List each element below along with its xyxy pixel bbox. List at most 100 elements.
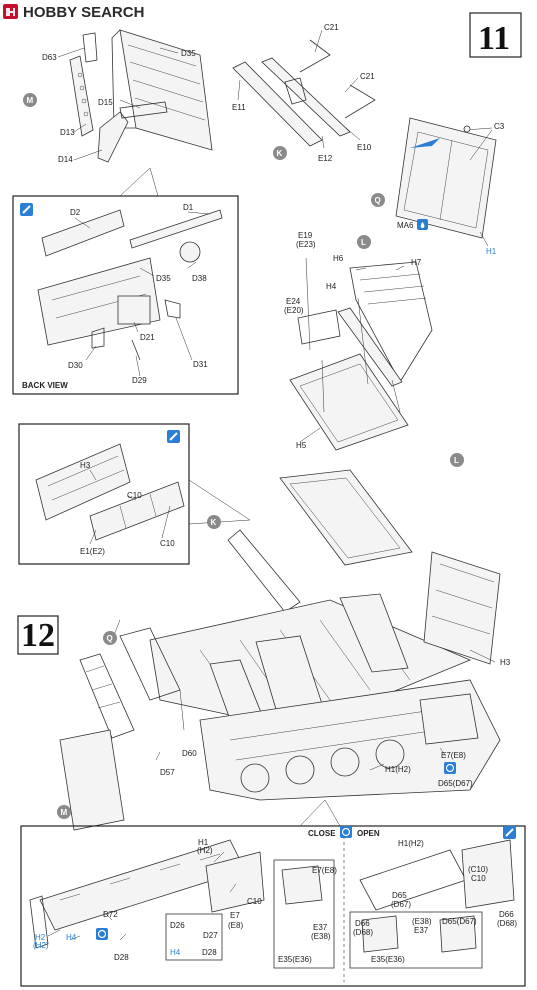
detail-box-back-view — [12, 167, 239, 395]
label-inset-c10-a: C10 — [127, 491, 142, 500]
step-12-box: 12 — [17, 615, 59, 655]
label-b-c10-right-2: C10 — [471, 874, 486, 883]
label-main-h3: H3 — [500, 658, 511, 667]
rear-panel-assembly — [57, 29, 213, 163]
marker-m-top: M — [23, 93, 37, 107]
label-d31: D31 — [193, 360, 208, 369]
label-detail-d35: D35 — [156, 274, 171, 283]
label-main-e7: E7(E8) — [441, 751, 466, 760]
paint-icon-ma6 — [417, 219, 428, 230]
label-d15: D15 — [98, 98, 113, 107]
svg-text:K: K — [211, 518, 217, 527]
label-d30: D30 — [68, 361, 83, 370]
label-e12: E12 — [318, 154, 333, 163]
label-b-c10-right: (C10) — [468, 865, 488, 874]
marker-l-main: L — [450, 453, 464, 467]
label-b-e38: (E38) — [311, 932, 331, 941]
label-d38: D38 — [192, 274, 207, 283]
label-b-h4b-blue: H4 — [170, 948, 181, 957]
label-h6: H6 — [333, 254, 344, 263]
label-d29: D29 — [132, 376, 147, 385]
label-b-d68: (D68) — [353, 928, 373, 937]
label-inset-h3: H3 — [80, 461, 91, 470]
label-b-h1: H1 — [198, 838, 209, 847]
label-h1: H1 — [486, 247, 497, 256]
marker-k-main: K — [207, 515, 221, 529]
label-b-d28b: D28 — [202, 948, 217, 957]
svg-text:Q: Q — [107, 634, 113, 643]
label-close: CLOSE — [308, 829, 336, 838]
step-number: 11 — [478, 20, 510, 57]
label-e20: (E20) — [284, 306, 304, 315]
label-e23: (E23) — [296, 240, 316, 249]
hobby-search-logo: HOBBY SEARCH — [3, 4, 144, 21]
label-b-d66-right: D66 — [499, 910, 514, 919]
rail-assembly — [232, 29, 376, 149]
label-ma6: MA6 — [397, 221, 414, 230]
label-c3: C3 — [494, 122, 505, 131]
label-b-h2-blue: H2 — [35, 933, 46, 942]
floor-rack-assembly — [289, 257, 433, 451]
label-b-h1h2-right: H1(H2) — [398, 839, 424, 848]
step-11-box: 11 — [469, 12, 522, 58]
label-b-e37: E37 — [313, 923, 328, 932]
label-inset-e1: E1(E2) — [80, 547, 105, 556]
bottom-detail-box — [20, 799, 526, 987]
label-b-e7: E7 — [230, 911, 240, 920]
label-open: OPEN — [357, 829, 380, 838]
rotate-icon-bottom — [96, 928, 108, 940]
hull-assembly — [59, 469, 501, 831]
label-b-d28: D28 — [114, 953, 129, 962]
label-b-e35-right: E35(E36) — [371, 955, 405, 964]
label-e11: E11 — [232, 103, 246, 112]
label-e24: E24 — [286, 297, 301, 306]
step-number: 12 — [21, 617, 55, 654]
marker-q-main: Q — [103, 631, 117, 645]
label-d2: D2 — [70, 208, 81, 217]
label-d1: D1 — [183, 203, 194, 212]
marker-q-top: Q — [371, 193, 385, 207]
label-main-h1: H1(H2) — [385, 765, 411, 774]
label-d63: D63 — [42, 53, 57, 62]
marker-m-main: M — [57, 805, 71, 819]
svg-text:Q: Q — [375, 196, 381, 205]
label-b-d65d67: D65(D67) — [442, 917, 477, 926]
label-h7: H7 — [411, 258, 422, 267]
marker-k-top: K — [273, 146, 287, 160]
label-d14: D14 — [58, 155, 73, 164]
label-b-d68-right: (D68) — [497, 919, 517, 928]
label-b-e8: (E8) — [228, 921, 243, 930]
label-d21: D21 — [140, 333, 155, 342]
marker-l-top: L — [357, 235, 371, 249]
label-c21-a: C21 — [324, 23, 339, 32]
svg-text:M: M — [27, 96, 34, 105]
svg-text:L: L — [454, 456, 459, 465]
label-d57: D57 — [160, 768, 175, 777]
label-e10: E10 — [357, 143, 372, 152]
label-d35: D35 — [181, 49, 196, 58]
label-b-e38-right: (E38) — [412, 917, 432, 926]
rotate-icon-close-open — [340, 826, 352, 838]
label-inset-c10-b: C10 — [160, 539, 175, 548]
label-d60: D60 — [182, 749, 197, 758]
svg-text:K: K — [277, 149, 283, 158]
label-b-e7e8: E7(E8) — [312, 866, 337, 875]
label-b-d65: D65 — [392, 891, 407, 900]
label-e19: E19 — [298, 231, 313, 240]
label-h5: H5 — [296, 441, 307, 450]
label-main-d65: D65(D67) — [438, 779, 473, 788]
label-b-d27: D27 — [203, 931, 218, 940]
label-b-d67: (D67) — [391, 900, 411, 909]
label-b-d26: D26 — [170, 921, 185, 930]
label-b-e35: E35(E36) — [278, 955, 312, 964]
label-d13: D13 — [60, 128, 75, 137]
label-b-d66: D66 — [355, 919, 370, 928]
label-b-h4-blue: H4 — [66, 933, 77, 942]
label-b-h2b-blue: (H2) — [33, 941, 49, 950]
label-b-e37-right: E37 — [414, 926, 429, 935]
label-c21-b: C21 — [360, 72, 375, 81]
svg-text:L: L — [361, 238, 366, 247]
rotate-icon-main — [444, 762, 456, 774]
logo-text: HOBBY SEARCH — [23, 4, 144, 21]
